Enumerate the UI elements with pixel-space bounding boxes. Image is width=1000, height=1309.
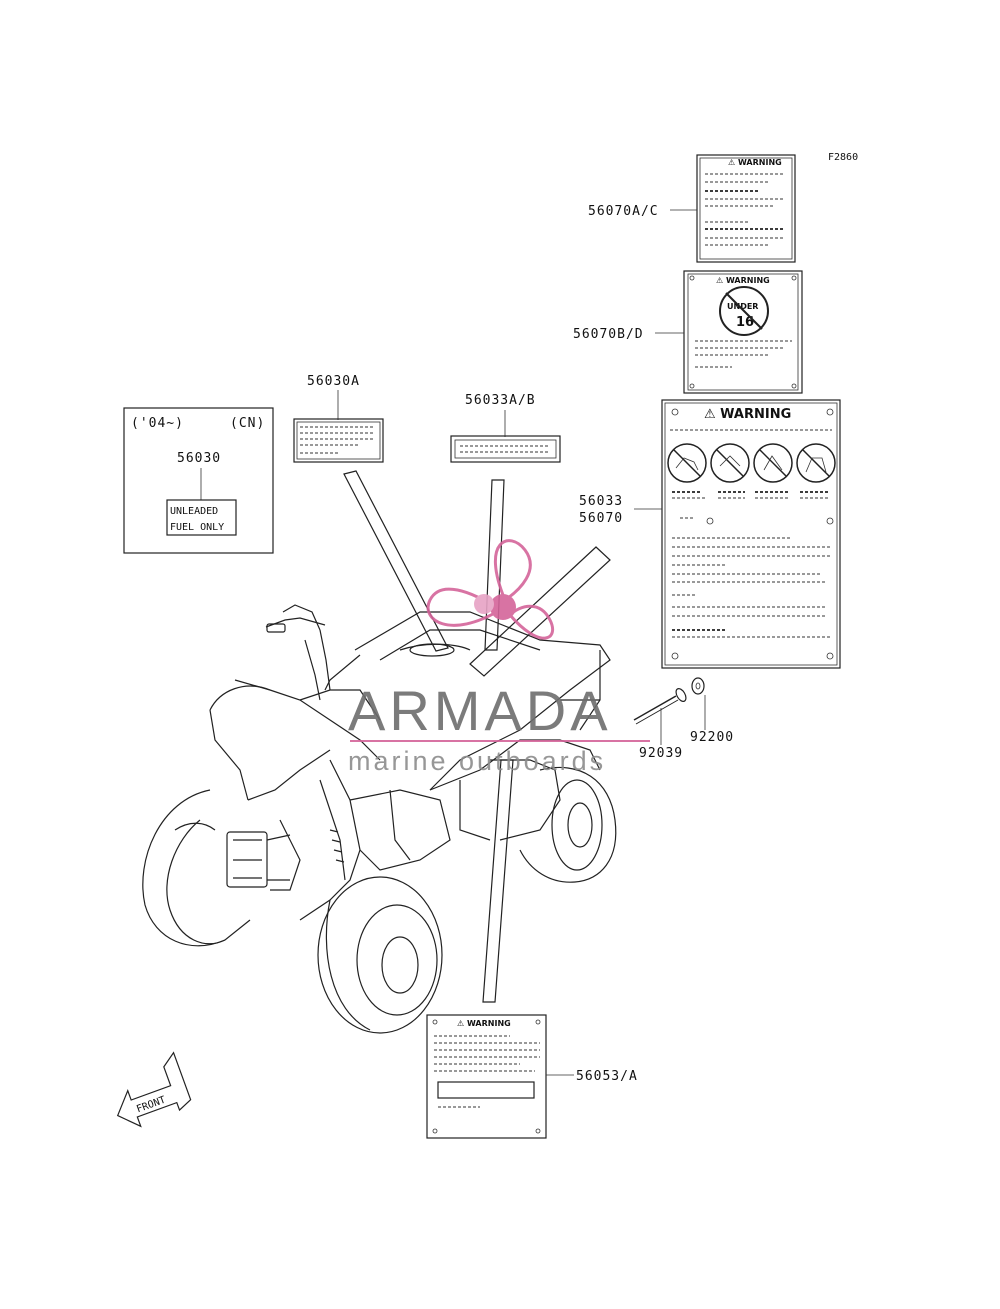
decal-56070bd: ⚠ WARNING UNDER 16	[683, 270, 803, 394]
prohibition-icon-2	[710, 443, 750, 483]
label-56033ab: 56033A/B	[465, 393, 536, 408]
label-56030a: 56030A	[307, 374, 360, 389]
front-arrow-icon: FRONT	[116, 1051, 192, 1128]
prohibition-icon-4	[796, 443, 836, 483]
inset-box: ('04~) (CN) 56030 UNLEADED FUEL ONLY	[123, 407, 274, 554]
rivet-92039	[633, 688, 687, 725]
decal-56033-56070: ⚠ WARNING	[661, 399, 841, 669]
label-56033: 56033	[579, 494, 623, 509]
prohibition-icon-1	[667, 443, 707, 483]
label-92200: 92200	[690, 730, 734, 745]
label-56070ac: 56070A/C	[588, 204, 659, 219]
age-text: 16	[736, 315, 754, 330]
decal-56053a: ⚠ WARNING	[426, 1014, 547, 1139]
label-56070bd: 56070B/D	[573, 327, 644, 342]
inset-years: ('04~)	[131, 416, 184, 431]
label-56030: 56030	[177, 451, 221, 466]
prohibition-icon-3	[753, 443, 793, 483]
decal-56030a	[293, 418, 384, 463]
under-16-icon	[719, 286, 769, 336]
unleaded-decal	[166, 499, 237, 536]
warning-header-1: ⚠ WARNING	[728, 158, 782, 167]
warning-header-large: ⚠ WARNING	[704, 407, 791, 422]
figure-code: F2860	[828, 152, 858, 163]
warning-header-2: ⚠ WARNING	[716, 276, 770, 285]
leader-strips	[343, 470, 611, 1003]
decal-line-2: FUEL ONLY	[170, 522, 224, 533]
inset-region: (CN)	[230, 416, 265, 431]
propeller-logo-icon	[426, 539, 555, 640]
decal-56070ac: ⚠ WARNING	[696, 154, 796, 263]
under-text: UNDER	[727, 302, 758, 311]
watermark-subtitle: marine outboards	[348, 746, 606, 776]
decal-56033ab	[450, 435, 561, 463]
watermark: ARMADA marine outboards	[348, 539, 650, 776]
atv-illustration	[142, 604, 617, 1034]
warning-header-3: ⚠ WARNING	[457, 1019, 511, 1028]
watermark-title: ARMADA	[348, 679, 612, 742]
washer-92200	[691, 677, 705, 695]
label-56053a: 56053/A	[576, 1069, 638, 1084]
decal-line-1: UNLEADED	[170, 506, 218, 517]
label-92039: 92039	[639, 746, 683, 761]
label-56070: 56070	[579, 511, 623, 526]
